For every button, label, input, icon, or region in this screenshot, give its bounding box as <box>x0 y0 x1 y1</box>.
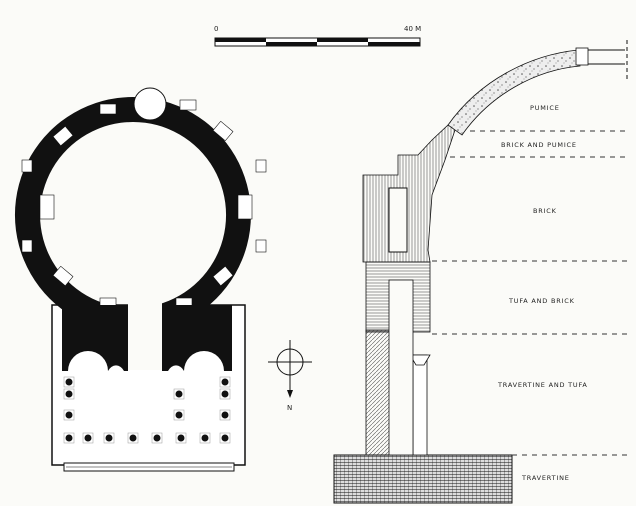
column-shaft <box>65 434 73 442</box>
column-shaft <box>221 411 229 419</box>
entrance-passage <box>128 300 162 370</box>
compass: N <box>268 340 312 412</box>
label-tufa-and-brick: TUFA AND BRICK <box>508 297 575 305</box>
column-shaft <box>105 434 113 442</box>
section-elevation: PUMICE BRICK AND PUMICE BRICK TUFA AND B… <box>333 40 630 504</box>
column-shaft <box>153 434 161 442</box>
arch-left <box>68 351 124 371</box>
column-shaft <box>129 434 137 442</box>
wall-opening <box>388 279 414 456</box>
label-travertine-and-tufa: TRAVERTINE AND TUFA <box>497 381 588 389</box>
column-shaft <box>175 411 183 419</box>
column-shaft <box>221 378 229 386</box>
scale-start-label: 0 <box>214 25 218 33</box>
lower-wall <box>365 329 391 456</box>
label-travertine: TRAVERTINE <box>521 474 570 482</box>
column-shaft <box>84 434 92 442</box>
column-shaft <box>65 411 73 419</box>
drum-window <box>388 187 408 253</box>
label-pumice: PUMICE <box>530 104 560 112</box>
apse <box>133 87 167 121</box>
column-capital <box>409 354 431 366</box>
column <box>412 354 428 456</box>
north-label: N <box>287 404 292 412</box>
column-shaft <box>221 390 229 398</box>
label-brick-and-pumice: BRICK AND PUMICE <box>501 141 577 149</box>
dome-shell <box>447 49 581 136</box>
label-brick: BRICK <box>533 207 557 215</box>
scale-end-label: 40 M <box>404 25 421 33</box>
scale-segment <box>317 38 368 42</box>
north-arrow-icon <box>287 390 293 398</box>
niches <box>21 99 267 309</box>
scale-segment <box>215 38 266 42</box>
oculus-ring <box>575 47 589 66</box>
floor-plan <box>14 87 267 472</box>
scale-bar: 0 40 M <box>214 25 421 47</box>
columns <box>63 376 231 444</box>
scale-segment <box>368 42 420 46</box>
column-shaft <box>65 378 73 386</box>
column-shaft <box>175 390 183 398</box>
foundation <box>333 454 513 504</box>
scale-segment <box>266 42 317 46</box>
column-shaft <box>201 434 209 442</box>
column-shaft <box>65 390 73 398</box>
column-shaft <box>221 434 229 442</box>
arch-right <box>168 351 224 371</box>
column-shaft <box>177 434 185 442</box>
